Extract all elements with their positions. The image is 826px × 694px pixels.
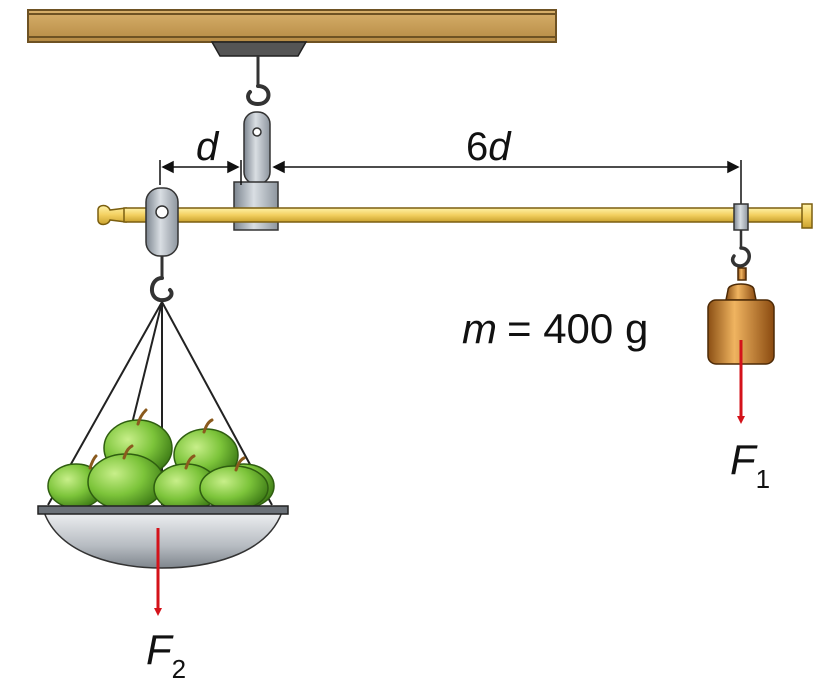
top-hook (246, 84, 271, 107)
label-6d: 6d (466, 125, 512, 169)
label-mass: m= 400 g (462, 305, 648, 352)
pan-hanger-bracket (145, 187, 179, 278)
scale-pan (37, 505, 289, 569)
label-f1: F1 (730, 436, 770, 494)
mass-weight (707, 267, 775, 365)
pan-hook (150, 276, 174, 303)
label-d: d (196, 125, 220, 169)
pivot-bracket (233, 111, 279, 231)
weight-hook (730, 246, 751, 268)
balance-beam (97, 203, 813, 229)
dimension-lines (159, 160, 742, 210)
apple-stems (88, 408, 246, 472)
ceiling-mount (210, 41, 308, 86)
apples (47, 419, 275, 513)
ceiling (27, 9, 557, 43)
weight-hanger (733, 203, 749, 248)
label-f2: F2 (146, 626, 186, 684)
